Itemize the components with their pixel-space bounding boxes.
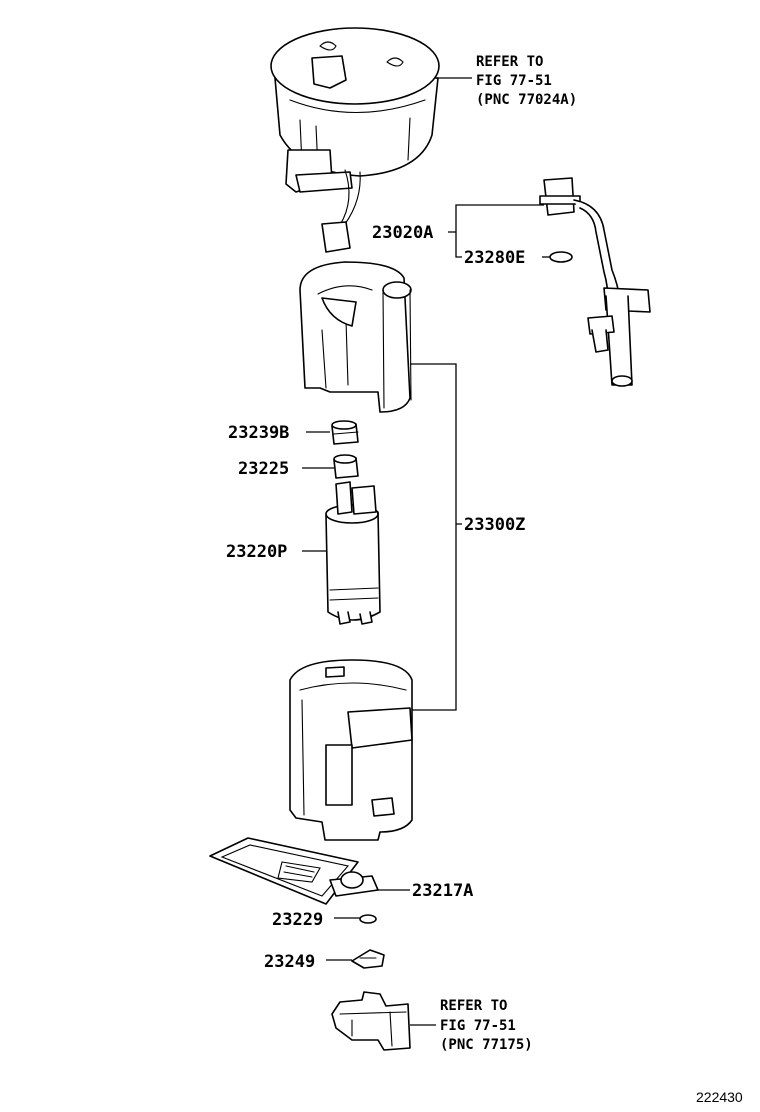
refer-top-line2: FIG 77-51 — [476, 73, 552, 89]
refer-note-top: REFER TO FIG 77-51 (PNC 77024A) — [476, 54, 577, 108]
fuel-strainer-23217A — [209, 837, 379, 905]
figure-code: 222430 — [696, 1089, 743, 1105]
o-ring-23280E — [549, 251, 573, 263]
cushion-23239B — [331, 420, 359, 445]
label-23239B: 23239B — [228, 423, 289, 443]
label-23280E: 23280E — [464, 248, 525, 268]
label-23229: 23229 — [272, 910, 323, 930]
leader-lines — [302, 77, 550, 1026]
cushion-23225 — [333, 454, 359, 479]
clip-23249 — [351, 949, 385, 969]
label-23217A: 23217A — [412, 881, 473, 901]
label-23249: 23249 — [264, 952, 315, 972]
refer-note-bottom: REFER TO FIG 77-51 (PNC 77175) — [440, 998, 533, 1053]
refer-top-line1: REFER TO — [476, 54, 543, 70]
sender-bracket-bottom — [331, 991, 411, 1051]
label-23300Z: 23300Z — [464, 515, 525, 535]
label-23020A: 23020A — [372, 223, 433, 243]
fuel-pump-23220P — [325, 481, 381, 625]
clip-23229 — [359, 914, 377, 924]
pressure-regulator-23020A — [539, 177, 651, 387]
refer-bottom-line1: REFER TO — [440, 998, 507, 1014]
label-23220P: 23220P — [226, 542, 287, 562]
label-23225: 23225 — [238, 459, 289, 479]
refer-bottom-line3: (PNC 77175) — [440, 1037, 533, 1053]
refer-top-line3: (PNC 77024A) — [476, 92, 577, 108]
pump-bracket-lower — [289, 659, 413, 841]
pump-bracket-upper — [299, 261, 412, 413]
refer-bottom-line2: FIG 77-51 — [440, 1018, 516, 1034]
sender-gauge-housing — [270, 27, 440, 253]
